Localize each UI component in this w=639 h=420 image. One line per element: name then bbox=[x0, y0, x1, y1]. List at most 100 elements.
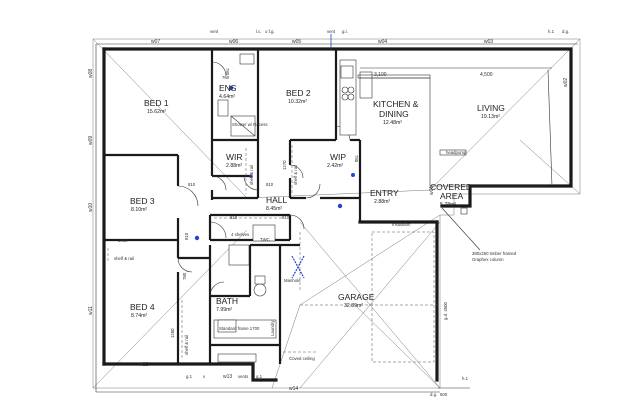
dim-780-c: 780 bbox=[182, 272, 187, 280]
garage-label: GARAGE bbox=[338, 292, 375, 302]
dim-4500: 4,500 bbox=[480, 72, 493, 78]
note-bottom-gl: g.1 bbox=[256, 374, 263, 379]
bed2-area: 10.32m² bbox=[288, 99, 307, 105]
bed3-area: 8.10m² bbox=[131, 207, 147, 213]
annotations: vent l.c. o.f.g. vent g.l. h.1 d.g. 3,10… bbox=[114, 29, 569, 397]
window-w11: w11 bbox=[88, 306, 94, 315]
note-bottom-v: v bbox=[203, 374, 206, 379]
bed1-label: BED 1 bbox=[144, 98, 169, 108]
wip-label: WIP bbox=[330, 152, 346, 162]
dim-3100: 3,100 bbox=[374, 72, 387, 78]
dim-810-a: 810 bbox=[188, 182, 196, 187]
note-shelf-rail-1: shelf & rail bbox=[114, 256, 134, 261]
note-shelf-rail-2: shelf & rail bbox=[249, 165, 254, 185]
wir-label: WIR bbox=[226, 152, 243, 162]
kitchen-label-2: DINING bbox=[379, 109, 409, 119]
note-h1-top: h.1 bbox=[548, 29, 555, 34]
note-shelf-rail-3: shelf & rail bbox=[293, 165, 298, 185]
note-gl-top: g.l. bbox=[342, 29, 348, 34]
dimension-lines bbox=[95, 43, 578, 393]
note-bottom-h1: h.1 bbox=[462, 376, 469, 381]
note-laundry: Laundry bbox=[270, 320, 275, 336]
window-w07: w07 bbox=[151, 39, 160, 45]
kitchen-area: 12.48m² bbox=[383, 120, 402, 126]
covered-label-1: COVERED bbox=[430, 182, 472, 192]
door-swings bbox=[177, 61, 351, 297]
window-w09: w09 bbox=[88, 136, 94, 145]
dim-810-d: 810 bbox=[282, 215, 290, 220]
note-garage-door: g.d. 4500 bbox=[443, 301, 448, 320]
window-w13: w13 bbox=[223, 374, 232, 380]
note-ensuite: Shower w/ Recess bbox=[232, 122, 268, 127]
dim-760: 760 bbox=[222, 75, 230, 80]
note-bottom-dg: d.g. bbox=[430, 392, 437, 397]
dim-780-a: 780 bbox=[225, 68, 230, 76]
note-headpump: headpump bbox=[446, 150, 467, 155]
living-label: LIVING bbox=[477, 103, 505, 113]
kitchen-label-1: KITCHEN & bbox=[373, 99, 419, 109]
hall-area: 8.45m² bbox=[266, 206, 282, 212]
note-bottom-600: 600 bbox=[440, 392, 448, 397]
note-twc: TWC bbox=[260, 237, 270, 242]
dim-780-b: 780 bbox=[354, 155, 359, 163]
note-lc-top: l.c. bbox=[256, 29, 262, 34]
room-labels: BED 1 15.62m² ENS 4.64m² BED 2 10.32m² K… bbox=[130, 83, 505, 319]
dim-1280: 1280 bbox=[170, 328, 175, 338]
fixtures bbox=[213, 53, 468, 363]
window-w12: w12 bbox=[139, 362, 148, 368]
entry-label: ENTRY bbox=[370, 188, 399, 198]
wir-area: 2.88m² bbox=[226, 163, 242, 169]
note-dg-top: d.g. bbox=[562, 29, 569, 34]
note-bottom-g1: g.1 bbox=[186, 374, 193, 379]
note-column-2: Graphex column bbox=[472, 257, 504, 262]
window-w03: w03 bbox=[484, 39, 493, 45]
window-w05: w05 bbox=[292, 39, 301, 45]
interior-walls bbox=[104, 49, 362, 364]
window-w04: w04 bbox=[378, 39, 387, 45]
bed2-label: BED 2 bbox=[286, 88, 311, 98]
window-w02: w02 bbox=[563, 78, 569, 87]
bath-area: 7.99m² bbox=[216, 307, 232, 313]
note-column-1: 380x250 timber framed bbox=[472, 251, 517, 256]
living-hatch bbox=[360, 67, 553, 187]
window-w06: w06 bbox=[229, 39, 238, 45]
ens-label: ENS bbox=[219, 83, 237, 93]
smoke-alarms bbox=[194, 34, 355, 279]
dim-810-c: 810 bbox=[230, 215, 238, 220]
note-insulation: Insulation bbox=[392, 222, 411, 227]
bed1-area: 15.62m² bbox=[147, 109, 166, 115]
note-4-shelves: 4 shelves bbox=[231, 232, 249, 237]
note-manhole: Manhole bbox=[284, 278, 301, 283]
wip-area: 2.42m² bbox=[327, 163, 343, 169]
entry-area: 2.88m² bbox=[374, 199, 390, 205]
ens-area: 4.64m² bbox=[219, 94, 235, 100]
garage-door bbox=[300, 231, 440, 363]
window-w08: w08 bbox=[88, 69, 94, 78]
note-bath: Standard frame 1700 bbox=[219, 326, 260, 331]
hall-label: HALL bbox=[266, 195, 288, 205]
window-w01: w01 bbox=[429, 186, 435, 195]
dim-1270: 1270 bbox=[282, 160, 287, 170]
note-shelf-rail-4: shelf & rail bbox=[184, 335, 189, 355]
bed3-label: BED 3 bbox=[130, 196, 155, 206]
dim-810-b: 810 bbox=[266, 182, 274, 187]
bed4-label: BED 4 bbox=[130, 302, 155, 312]
note-vent-top-1: vent bbox=[210, 29, 219, 34]
bed4-area: 8.74m² bbox=[131, 313, 147, 319]
garage-area: 32.89m² bbox=[344, 303, 363, 309]
dim-1460: 1460 bbox=[118, 238, 128, 243]
note-bottom-vents: vents bbox=[238, 374, 248, 379]
covered-label-2: AREA bbox=[440, 191, 463, 201]
note-vent-top-2: vent bbox=[327, 29, 336, 34]
window-w14: w14 bbox=[289, 386, 298, 392]
covered-area: 5.78m² bbox=[440, 202, 456, 208]
living-area: 19.13m² bbox=[481, 114, 500, 120]
window-labels: w07 w06 w05 w04 w03 w08 w09 w10 w11 w12 … bbox=[88, 39, 569, 392]
window-w10: w10 bbox=[88, 203, 94, 212]
note-covered-ceiling: Coved ceiling bbox=[289, 356, 315, 361]
note-ofg-top: o.f.g. bbox=[265, 29, 275, 34]
bath-label: BATH bbox=[216, 296, 238, 306]
dim-810-e: 810 bbox=[184, 232, 189, 240]
shelf-lines bbox=[107, 145, 318, 360]
